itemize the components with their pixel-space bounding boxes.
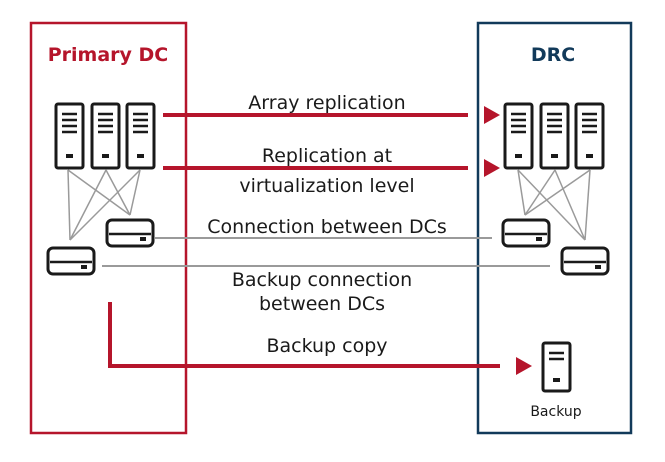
primary-dc-title: Primary DC bbox=[48, 44, 169, 66]
backup-connection-label-line2: between DCs bbox=[259, 293, 385, 315]
backup-copy-label: Backup copy bbox=[266, 335, 387, 357]
drc-server-icon bbox=[539, 102, 570, 170]
drc-switch-icon bbox=[560, 246, 610, 276]
drc-box bbox=[476, 21, 633, 435]
backup-copy-line bbox=[108, 302, 500, 368]
backup-connection-label-line1: Backup connection bbox=[232, 269, 412, 291]
primary-dc-box bbox=[29, 21, 188, 435]
drc-mesh bbox=[517, 169, 591, 241]
drc-switch-icon bbox=[501, 218, 551, 248]
primary-switch-icon bbox=[105, 218, 155, 248]
drc-server-icon bbox=[503, 102, 534, 170]
primary-server-icon bbox=[54, 102, 85, 170]
backup-server-icon bbox=[541, 341, 572, 393]
primary-mesh bbox=[67, 169, 141, 241]
virtualization-label-line2: virtualization level bbox=[239, 175, 414, 197]
primary-switch-icon bbox=[46, 246, 96, 276]
virtualization-label-line1: Replication at bbox=[262, 145, 392, 167]
primary-server-icon bbox=[90, 102, 121, 170]
array-replication-label: Array replication bbox=[248, 92, 405, 114]
connection-label: Connection between DCs bbox=[207, 216, 447, 238]
array-replication-arrow bbox=[484, 106, 500, 124]
virtualization-replication-arrow bbox=[484, 159, 500, 177]
drc-title: DRC bbox=[531, 44, 575, 66]
drc-server-icon bbox=[574, 102, 605, 170]
primary-server-icon bbox=[125, 102, 156, 170]
backup-copy-arrow bbox=[516, 357, 532, 375]
backup-label: Backup bbox=[530, 404, 581, 420]
